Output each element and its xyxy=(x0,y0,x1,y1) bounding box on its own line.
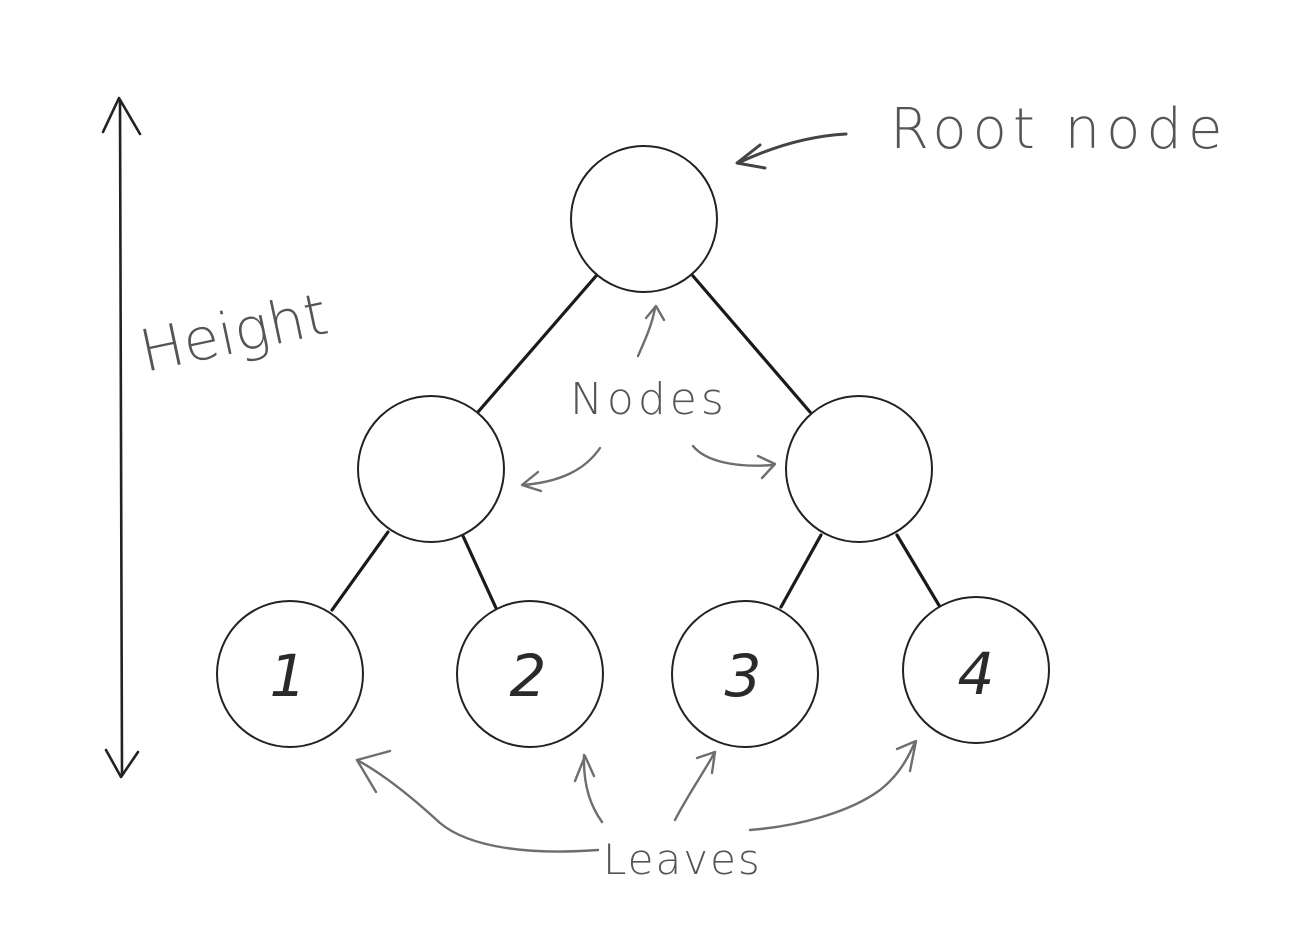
edge-root-left xyxy=(476,274,598,414)
tree-edges xyxy=(330,274,942,612)
leaf-node-1: 1 xyxy=(216,600,364,748)
edge-root-right xyxy=(691,274,812,414)
internal-node-right xyxy=(785,395,933,543)
root-node xyxy=(570,145,718,293)
height-arrow xyxy=(101,96,142,779)
leaf-node-4: 4 xyxy=(902,596,1050,744)
nodes-arrows xyxy=(520,304,777,493)
leaf-node-3: 3 xyxy=(671,600,819,748)
edge-left-leaf2 xyxy=(461,534,498,610)
leaf-label: 3 xyxy=(725,642,762,710)
edge-right-leaf3 xyxy=(779,533,823,609)
leaves-label: Leaves xyxy=(603,835,762,884)
nodes-label: Nodes xyxy=(570,374,728,425)
edge-right-leaf4 xyxy=(895,533,942,609)
internal-node-left xyxy=(357,395,505,543)
leaves-arrows xyxy=(355,739,918,853)
root-node-arrow xyxy=(735,132,848,170)
leaf-label: 2 xyxy=(510,642,547,710)
root-node-label: Root node xyxy=(890,97,1228,162)
leaf-label: 4 xyxy=(958,640,995,708)
edge-left-leaf1 xyxy=(330,530,390,612)
height-label: Height xyxy=(134,280,334,386)
leaf-node-2: 2 xyxy=(456,600,604,748)
leaf-label: 1 xyxy=(270,642,307,710)
